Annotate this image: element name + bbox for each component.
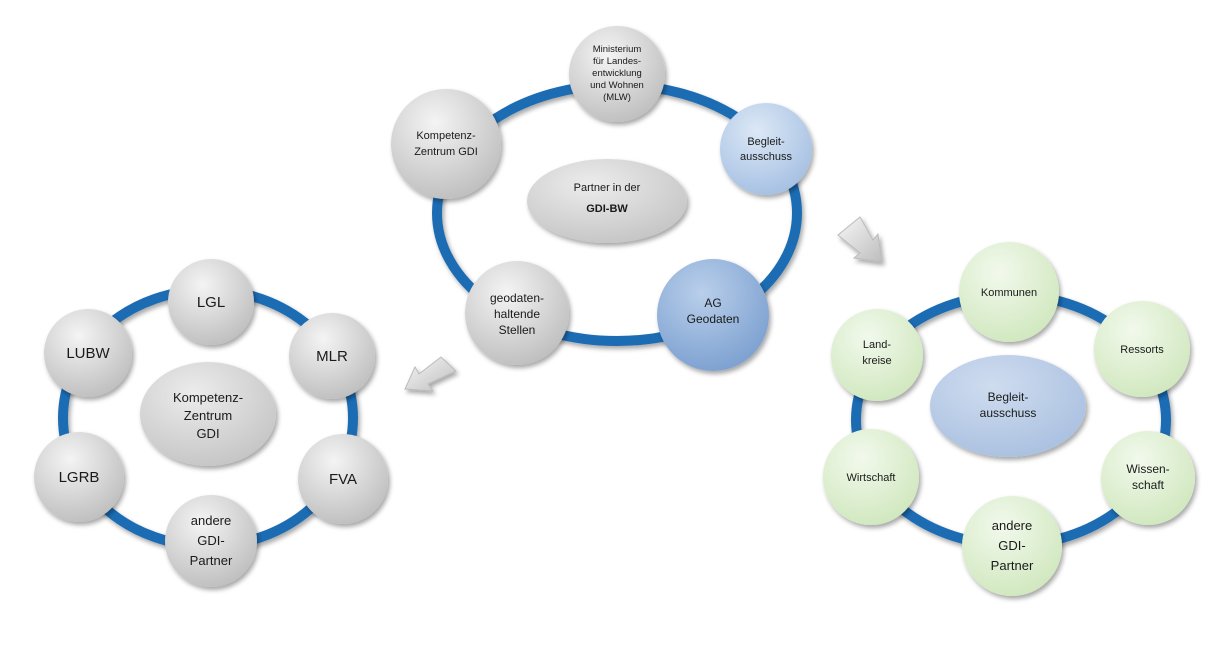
node-text: kreise — [862, 355, 891, 367]
center-text: GDI-BW — [586, 203, 628, 215]
node-text: Ministerium — [593, 44, 642, 55]
center-text: Begleit- — [988, 390, 1029, 404]
node-fva: FVA — [298, 434, 388, 524]
cycle-center-partner-gdi-bw: Partner in der GDI-BW — [527, 159, 687, 243]
center-text: Partner in der — [574, 182, 641, 194]
node-text: Kompetenz- — [416, 130, 476, 142]
node-text: andere — [191, 513, 231, 528]
node-text: Stellen — [499, 323, 536, 337]
center-text: ausschuss — [980, 406, 1037, 420]
node-ressorts: Ressorts — [1094, 301, 1190, 397]
node-landkreise: Land- kreise — [831, 309, 923, 401]
node-text: ausschuss — [740, 151, 792, 163]
node-text: für Landes- — [593, 56, 641, 67]
node-wissenschaft: Wissen- schaft — [1101, 431, 1195, 525]
node-begleitausschuss: Begleit- ausschuss — [720, 103, 812, 195]
center-text: Zentrum — [184, 408, 232, 423]
center-text: Kompetenz- — [173, 390, 243, 405]
node-text: MLR — [316, 348, 348, 365]
node-text: AG — [704, 296, 721, 310]
node-mlr: MLR — [289, 313, 375, 399]
arrow-down-right — [837, 216, 883, 263]
cycle-gdi-bw-partners: Partner in der GDI-BW Ministerium für La… — [391, 26, 812, 371]
cycle-kompetenzzentrum-gdi: Kompetenz- Zentrum GDI LGL MLR FVA ander… — [34, 259, 388, 587]
node-wirtschaft: Wirtschaft — [823, 429, 919, 525]
node-text: geodaten- — [490, 291, 544, 305]
node-text: entwicklung — [592, 68, 642, 79]
node-text: GDI- — [197, 533, 224, 548]
node-text: und Wohnen — [590, 80, 644, 91]
node-kommunen: Kommunen — [959, 242, 1059, 342]
node-kompetenzzentrum-gdi: Kompetenz- Zentrum GDI — [391, 89, 501, 199]
node-text: LGL — [197, 294, 225, 311]
node-ag-geodaten: AG Geodaten — [657, 259, 769, 371]
node-text: Ressorts — [1120, 344, 1164, 356]
node-text: Kommunen — [981, 287, 1037, 299]
node-text: Wissen- — [1126, 462, 1169, 476]
center-text: GDI — [196, 426, 219, 441]
node-lubw: LUBW — [44, 309, 132, 397]
node-text: Partner — [991, 558, 1034, 573]
node-text: Begleit- — [747, 136, 785, 148]
node-text: LGRB — [59, 469, 100, 486]
node-lgrb: LGRB — [34, 432, 124, 522]
node-text: Land- — [863, 339, 891, 351]
node-text: GDI- — [998, 538, 1025, 553]
node-text: Geodaten — [687, 312, 740, 326]
node-text: Wirtschaft — [847, 472, 896, 484]
arrow-down-left — [404, 356, 457, 392]
node-text: Zentrum GDI — [414, 146, 478, 158]
cycle-center-begleitausschuss: Begleit- ausschuss — [930, 355, 1086, 457]
node-text: FVA — [329, 471, 357, 488]
cycle-begleitausschuss: Begleit- ausschuss Kommunen Ressorts Wis… — [823, 242, 1195, 596]
node-text: schaft — [1132, 478, 1165, 492]
cycle-center-kompetenzzentrum: Kompetenz- Zentrum GDI — [140, 362, 276, 466]
node-andere-gdi-partner-right: andere GDI- Partner — [962, 496, 1062, 596]
node-text: andere — [992, 518, 1032, 533]
node-text: (MLW) — [603, 92, 631, 103]
node-text: haltende — [494, 307, 540, 321]
node-text: Partner — [190, 553, 233, 568]
node-ministerium-mlw: Ministerium für Landes- entwicklung und … — [569, 26, 665, 122]
node-geodatenhaltende-stellen: geodaten- haltende Stellen — [465, 261, 569, 365]
node-andere-gdi-partner-left: andere GDI- Partner — [165, 495, 257, 587]
node-lgl: LGL — [168, 259, 254, 345]
node-text: LUBW — [66, 345, 110, 362]
